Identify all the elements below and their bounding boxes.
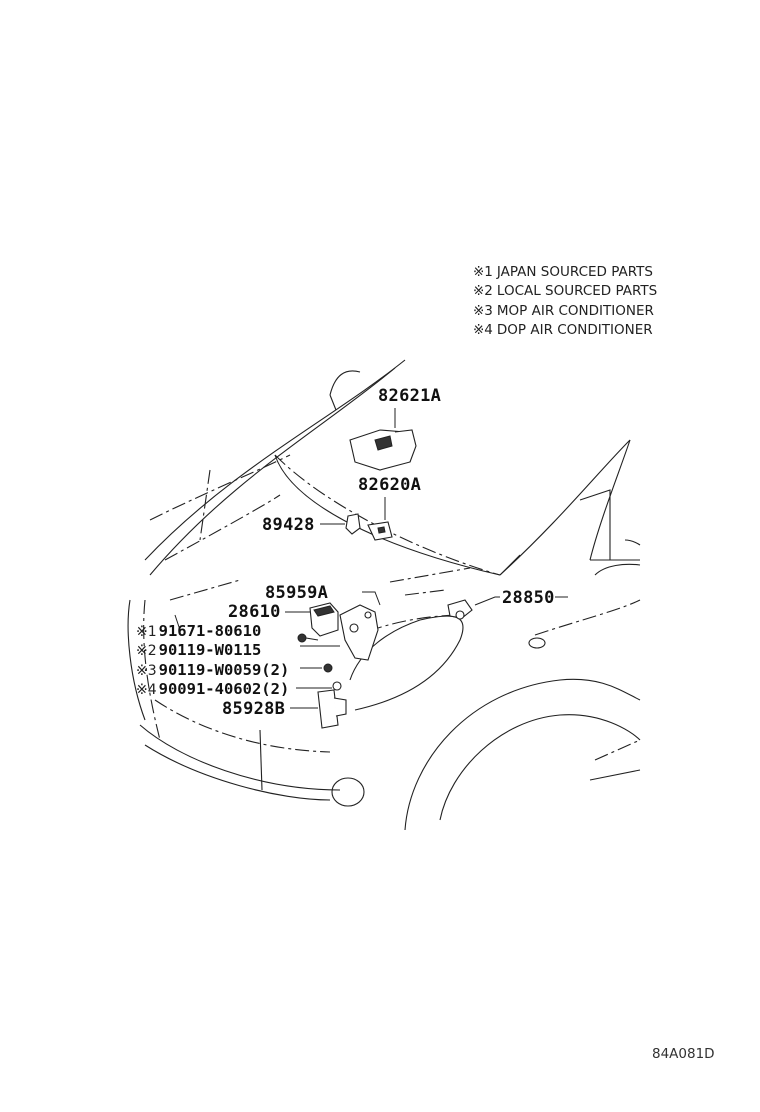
part-label-89428: 89428	[262, 515, 315, 535]
part-82620A-drawing	[367, 497, 393, 541]
part-label-85928B: 85928B	[222, 699, 285, 719]
part-89428-drawing	[320, 513, 361, 535]
part-label-28610: 28610	[228, 602, 281, 622]
part-label-28850: 28850	[502, 588, 555, 608]
drawing-code: 84A081D	[652, 1046, 715, 1062]
part-label-82620A: 82620A	[358, 475, 421, 495]
part-label-85959A: 85959A	[265, 583, 328, 603]
part-90119-W0115-drawing	[297, 633, 340, 647]
part-28610-drawing	[285, 602, 339, 637]
part-85928B-drawing	[290, 689, 347, 729]
part-28850-drawing	[447, 596, 568, 620]
part-90119-W0059-drawing	[300, 663, 342, 691]
part-label-82621A: 82621A	[378, 386, 441, 406]
part-82621A-drawing	[349, 408, 417, 471]
part-91671-leader	[174, 614, 181, 631]
part-85959A-drawing	[339, 591, 381, 661]
